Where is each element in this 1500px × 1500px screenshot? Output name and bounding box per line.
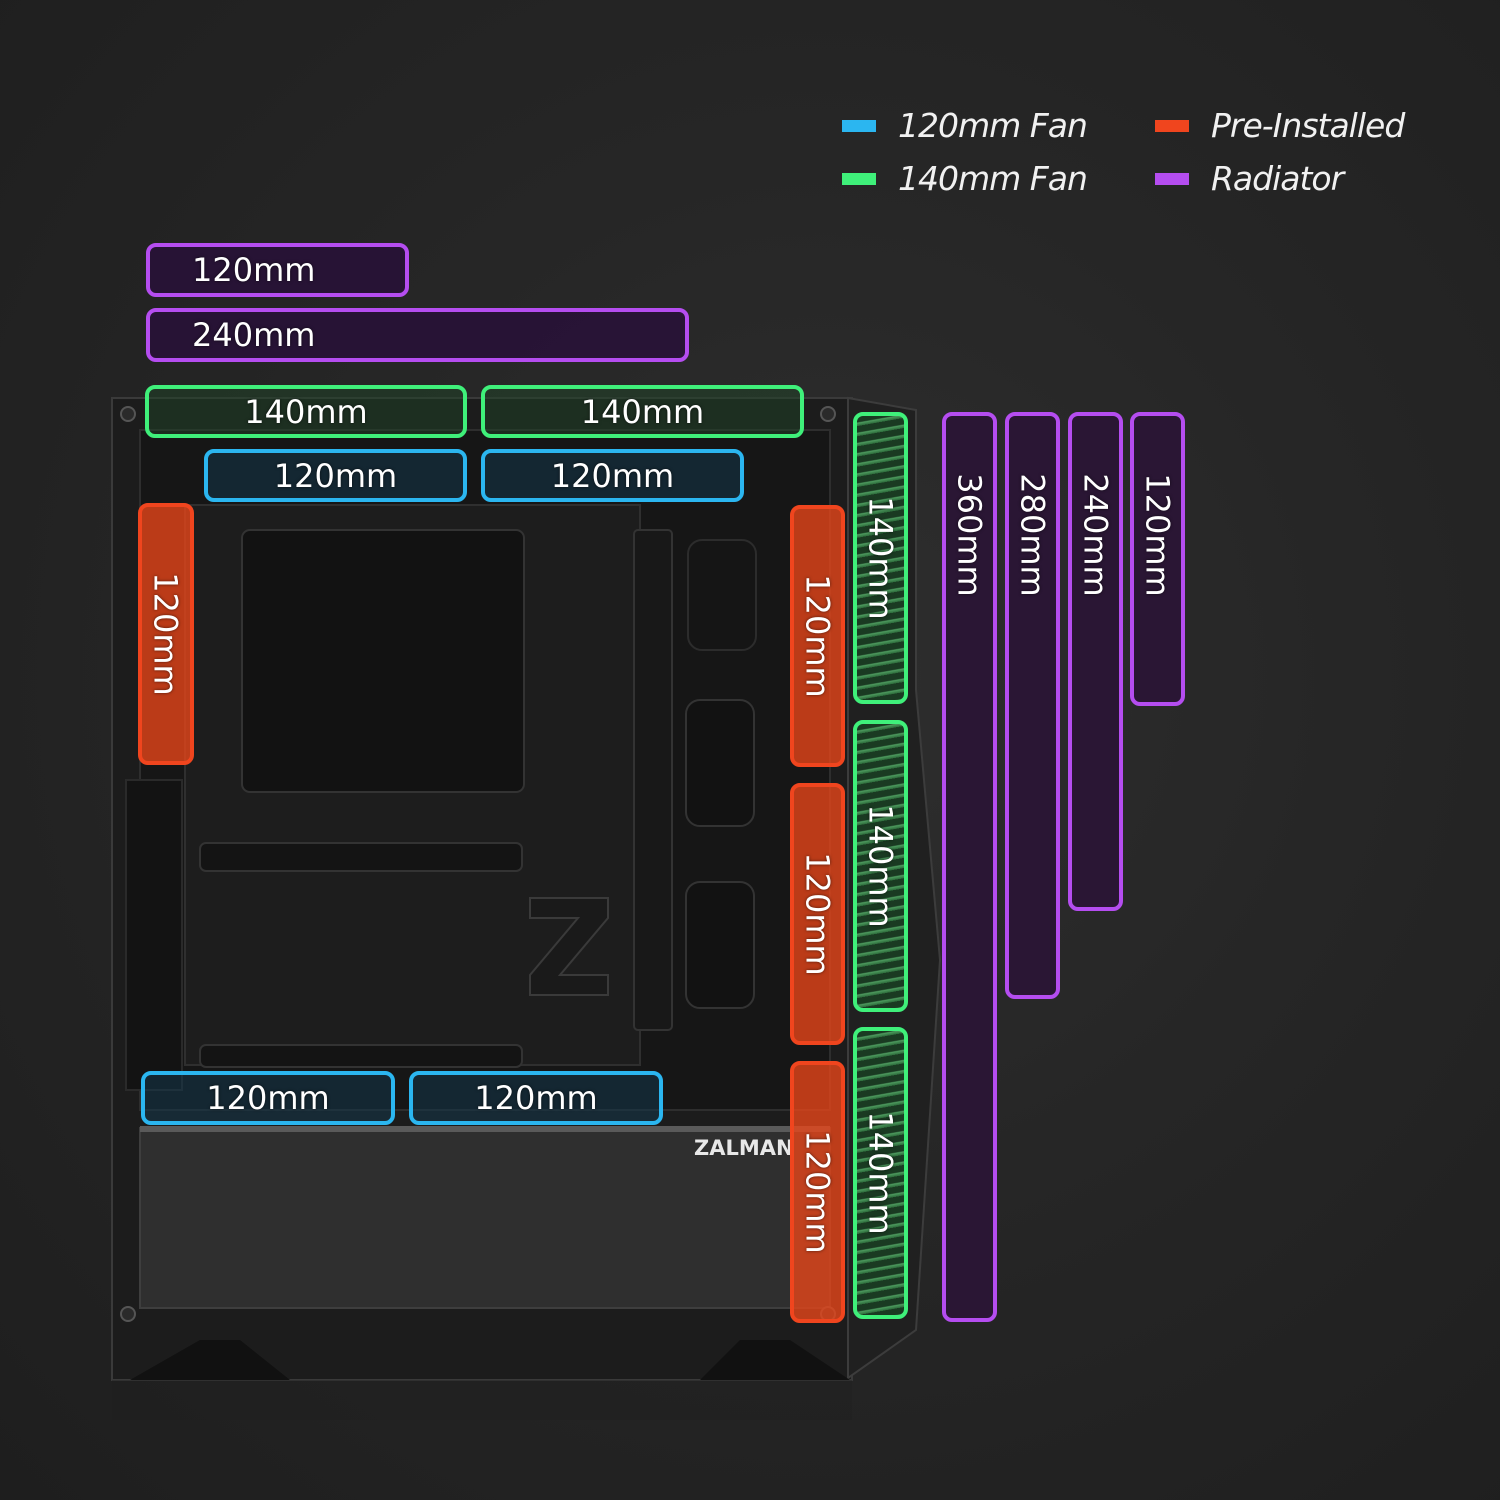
box-label: 120mm bbox=[798, 574, 837, 698]
box-label: 240mm bbox=[192, 316, 316, 354]
front-fan-120mm-preinstalled-2: 120mm bbox=[790, 783, 845, 1045]
legend-item-120mm-fan: 120mm Fan bbox=[842, 106, 1088, 145]
box-label: 120mm bbox=[550, 456, 675, 495]
legend-label: Pre-Installed bbox=[1211, 106, 1405, 145]
legend-swatch-orange bbox=[1155, 119, 1189, 132]
legend-label: 140mm Fan bbox=[898, 159, 1088, 198]
rear-fan-120mm-preinstalled: 120mm bbox=[138, 503, 194, 765]
front-fan-140mm-1: 140mm bbox=[853, 412, 908, 704]
front-fan-120mm-preinstalled-1: 120mm bbox=[790, 505, 845, 767]
box-label: 140mm bbox=[861, 804, 900, 928]
bottom-fan-120mm-b: 120mm bbox=[409, 1071, 663, 1125]
top-fan-120mm-a: 120mm bbox=[204, 449, 467, 502]
top-radiator-120mm: 120mm bbox=[146, 243, 409, 297]
box-label: 120mm bbox=[273, 456, 398, 495]
front-radiator-120mm: 120mm bbox=[1130, 412, 1185, 706]
box-label: 240mm bbox=[1076, 473, 1115, 597]
box-label: 120mm bbox=[147, 572, 186, 696]
box-label: 140mm bbox=[861, 1111, 900, 1235]
bottom-fan-120mm-a: 120mm bbox=[141, 1071, 395, 1125]
top-radiator-240mm: 240mm bbox=[146, 308, 689, 362]
front-radiator-280mm: 280mm bbox=[1005, 412, 1060, 999]
box-label: 140mm bbox=[861, 496, 900, 620]
box-label: 280mm bbox=[1013, 473, 1052, 597]
front-fan-120mm-preinstalled-3: 120mm bbox=[790, 1061, 845, 1323]
front-fan-140mm-3: 140mm bbox=[853, 1027, 908, 1319]
zalman-brand-logo: ZALMAN bbox=[694, 1136, 794, 1160]
box-label: 140mm bbox=[244, 392, 368, 431]
top-fan-140mm-a: 140mm bbox=[145, 385, 467, 438]
box-label: 120mm bbox=[206, 1079, 330, 1117]
top-fan-140mm-b: 140mm bbox=[481, 385, 804, 438]
front-radiator-360mm: 360mm bbox=[942, 412, 997, 1322]
legend-swatch-blue bbox=[842, 119, 876, 132]
box-label: 120mm bbox=[474, 1079, 598, 1117]
legend-label: Radiator bbox=[1211, 159, 1344, 198]
legend-label: 120mm Fan bbox=[898, 106, 1088, 145]
legend-item-pre-installed: Pre-Installed bbox=[1155, 106, 1405, 145]
box-label: 120mm bbox=[1138, 473, 1177, 597]
top-fan-120mm-b: 120mm bbox=[481, 449, 744, 502]
legend-swatch-green bbox=[842, 172, 876, 185]
box-label: 120mm bbox=[798, 852, 837, 976]
front-fan-140mm-2: 140mm bbox=[853, 720, 908, 1012]
legend-item-140mm-fan: 140mm Fan bbox=[842, 159, 1088, 198]
legend-item-radiator: Radiator bbox=[1155, 159, 1344, 198]
box-label: 120mm bbox=[798, 1130, 837, 1254]
front-radiator-240mm: 240mm bbox=[1068, 412, 1123, 911]
legend-swatch-purple bbox=[1155, 172, 1189, 185]
box-label: 360mm bbox=[950, 473, 989, 597]
box-label: 140mm bbox=[580, 392, 705, 431]
box-label: 120mm bbox=[192, 251, 316, 289]
